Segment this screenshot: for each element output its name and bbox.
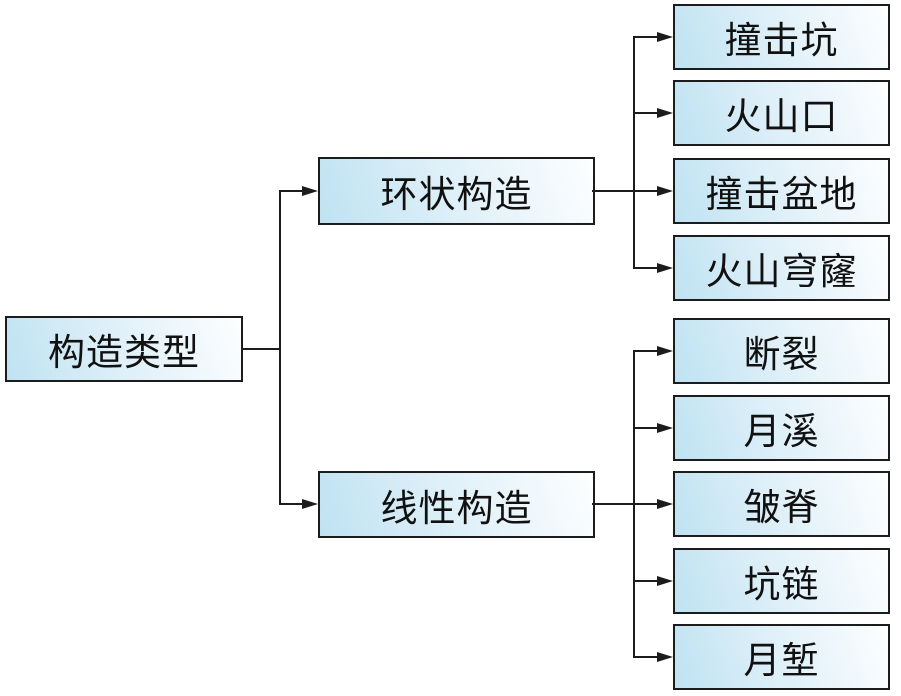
node-fracture: 断裂 [673,318,890,384]
arrowhead-icon [657,499,673,509]
node-ring-structures: 环状构造 [318,157,595,225]
node-graben: 月堑 [673,624,890,690]
arrowhead-icon [302,186,318,196]
arrowhead-icon [657,186,673,196]
arrowhead-icon [657,263,673,273]
connector-linear-to-leaf [632,426,658,430]
connector-root-to-ring [278,189,303,193]
connector-ring-stub [592,189,658,193]
arrowhead-icon [657,652,673,662]
connector-ring-to-leaf [632,266,658,270]
arrowhead-icon [657,346,673,356]
connector-ring-to-leaf [632,111,658,115]
arrowhead-icon [657,423,673,433]
connector-root-stub [241,347,281,351]
node-volcanic-crater: 火山口 [673,80,890,146]
node-volcanic-dome: 火山穹窿 [673,235,890,301]
node-crater-chain: 坑链 [673,548,890,614]
node-rille: 月溪 [673,395,890,461]
connector-linear-to-leaf [632,579,658,583]
arrowhead-icon [657,108,673,118]
node-linear-structures: 线性构造 [318,471,595,538]
node-wrinkle-ridge: 皱脊 [673,471,890,537]
node-structure-type: 构造类型 [5,316,243,382]
node-impact-basin: 撞击盆地 [673,158,890,224]
connector-ring-trunk [632,35,636,270]
connector-linear-stub [592,502,658,506]
connector-root-trunk [278,189,282,506]
connector-linear-to-leaf [632,349,658,353]
arrowhead-icon [657,32,673,42]
node-impact-crater: 撞击坑 [673,4,890,70]
connector-ring-to-leaf [632,35,658,39]
connector-root-to-linear [278,502,303,506]
arrowhead-icon [302,499,318,509]
connector-linear-to-leaf [632,655,658,659]
connector-linear-trunk [632,349,636,659]
arrowhead-icon [657,576,673,586]
